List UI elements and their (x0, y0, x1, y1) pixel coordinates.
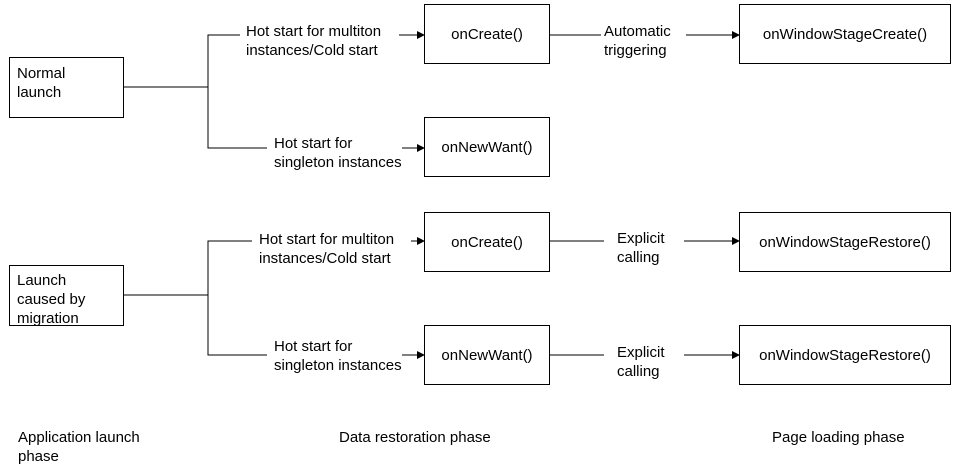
normal-launch-line-1: Normal (17, 65, 66, 82)
onwindowstagecreate-box: onWindowStageCreate() (739, 4, 951, 64)
onwindowstagerestore-box-2: onWindowStageRestore() (739, 325, 951, 385)
label-hot-multiton-migration-line-2: instances/Cold start (259, 250, 391, 267)
label-automatic-line-2: triggering (604, 42, 667, 59)
phase-page-loading: Page loading phase (772, 429, 905, 446)
oncreate-box-migration: onCreate() (424, 212, 550, 272)
label-hot-singleton-normal: Hot start for singleton instances (274, 134, 402, 172)
label-explicit-calling-2: Explicit calling (617, 343, 665, 381)
label-explicit-2-line-1: Explicit (617, 344, 665, 361)
migration-launch-line-1: Launch (17, 272, 67, 289)
label-hot-singleton-migration: Hot start for singleton instances (274, 337, 402, 375)
label-explicit-1-line-1: Explicit (617, 230, 665, 247)
onnewwant-box-normal: onNewWant() (424, 117, 550, 177)
branch-normal-to-singleton (207, 87, 267, 149)
onnewwant-box-migration: onNewWant() (424, 325, 550, 385)
phase-application-launch: Application launch phase (18, 428, 140, 466)
migration-launch-line-3: migration (17, 310, 79, 327)
normal-launch-box: Normal launch (9, 57, 124, 118)
label-automatic-line-1: Automatic (604, 23, 671, 40)
branch-migration-to-multiton (207, 240, 252, 295)
phase-data-restoration: Data restoration phase (339, 429, 491, 446)
label-hot-singleton-normal-line-1: Hot start for (274, 135, 353, 152)
branch-migration-to-singleton (207, 295, 267, 356)
onwindowstagecreate-label: onWindowStageCreate() (762, 25, 928, 43)
label-hot-singleton-migration-line-2: singleton instances (274, 357, 402, 374)
label-hot-multiton-normal: Hot start for multiton instances/Cold st… (246, 22, 382, 60)
migration-launch-line-2: caused by (17, 291, 86, 308)
label-explicit-calling-1: Explicit calling (617, 229, 665, 267)
onnewwant-label-migration: onNewWant() (441, 346, 533, 364)
label-hot-multiton-normal-line-1: Hot start for multiton (246, 23, 382, 40)
onwindowstagerestore-box-1: onWindowStageRestore() (739, 212, 951, 272)
onnewwant-label-normal: onNewWant() (441, 138, 533, 156)
oncreate-label-normal: onCreate() (451, 25, 523, 43)
oncreate-box-normal: onCreate() (424, 4, 550, 64)
label-hot-singleton-normal-line-2: singleton instances (274, 154, 402, 171)
label-hot-multiton-migration: Hot start for multiton instances/Cold st… (259, 230, 395, 268)
migration-launch-box: Launch caused by migration (9, 265, 124, 327)
oncreate-label-migration: onCreate() (451, 233, 523, 251)
phase-application-launch-line-2: phase (18, 448, 59, 465)
label-explicit-2-line-2: calling (617, 363, 660, 380)
label-hot-multiton-migration-line-1: Hot start for multiton (259, 231, 395, 248)
label-explicit-1-line-2: calling (617, 249, 660, 266)
label-hot-singleton-migration-line-1: Hot start for (274, 338, 353, 355)
branch-normal-to-multiton (207, 34, 240, 87)
normal-launch-line-2: launch (17, 84, 62, 101)
onwindowstagerestore-label-1: onWindowStageRestore() (759, 233, 931, 251)
label-automatic-triggering: Automatic triggering (604, 22, 671, 60)
label-hot-multiton-normal-line-2: instances/Cold start (246, 42, 378, 59)
phase-application-launch-line-1: Application launch (18, 429, 140, 446)
onwindowstagerestore-label-2: onWindowStageRestore() (759, 346, 931, 364)
